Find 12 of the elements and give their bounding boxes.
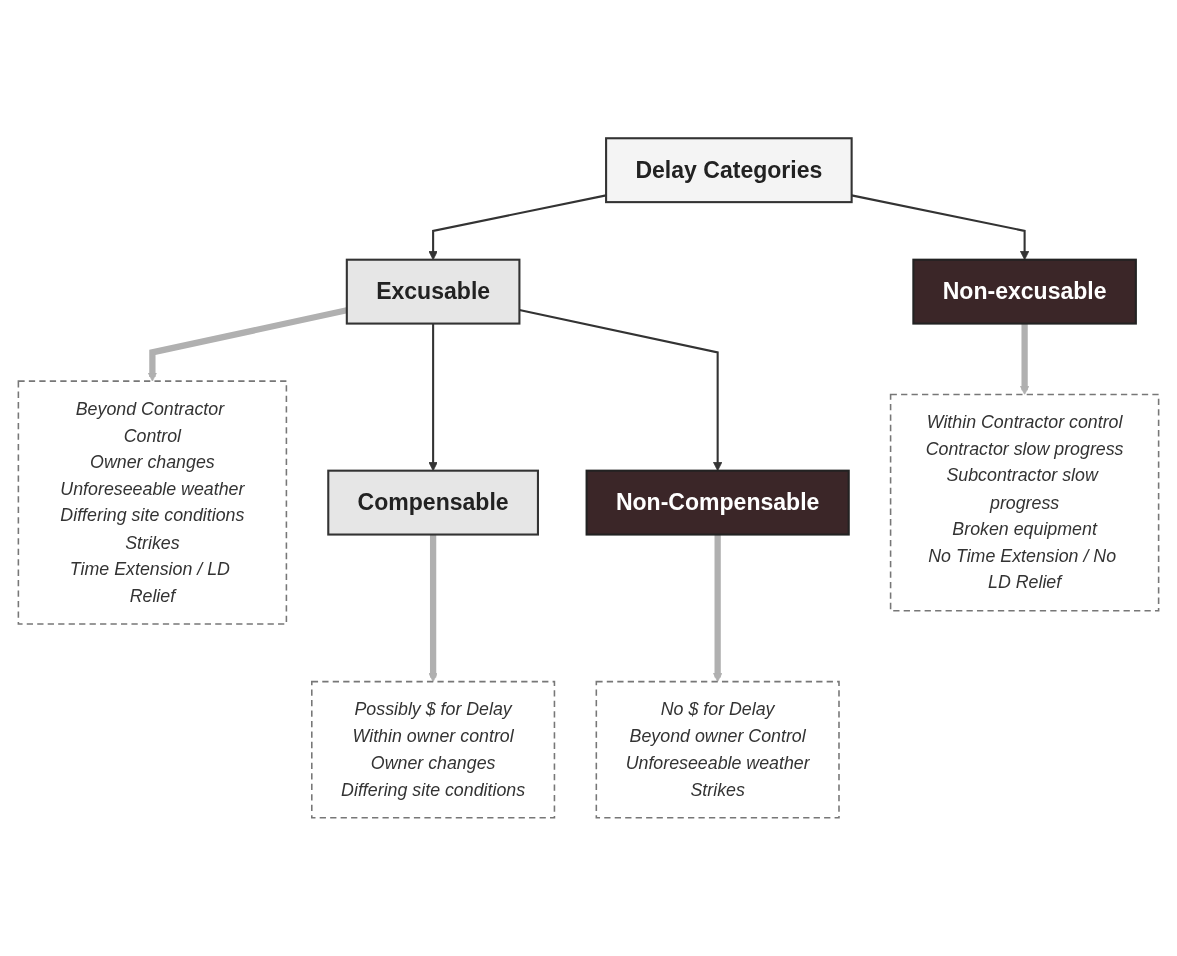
node-box: Excusable [345, 258, 521, 325]
node-box: Non-excusable [912, 258, 1137, 325]
node-box: Within Contractor control Contractor slow progress Subcontractor slow progress Broken equipment No Time Extension / No LD Relief [889, 393, 1160, 612]
arrow [428, 534, 438, 683]
arrow [713, 534, 723, 683]
node-box: Delay Categories [605, 137, 853, 204]
node-box: Beyond Contractor Control Owner changes Unforeseeable weather Differing site conditions Strikes Time Extension / LD Relief [17, 380, 288, 625]
arrow [1020, 323, 1030, 395]
node-box: No $ for Delay Beyond owner Control Unforeseeable weather Strikes [595, 680, 840, 819]
node-box: Non-Compensable [585, 469, 850, 536]
node-box: Possibly $ for Delay Within owner control Owner changes Differing site conditions [311, 680, 556, 819]
node-box: Compensable [327, 469, 539, 536]
